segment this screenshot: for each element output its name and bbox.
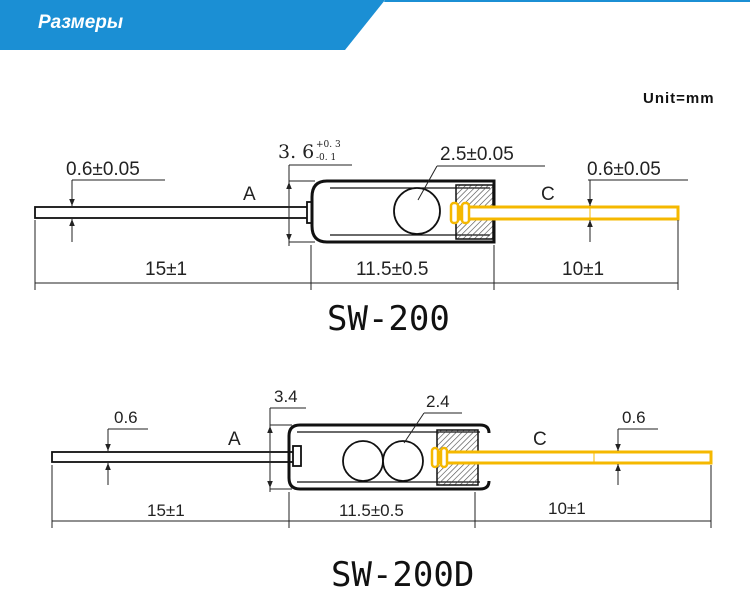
sw200d-drawing: A C 0.6 3.4 2.4 0.6 15±1 11.5±0.5 10±1 [51,387,713,595]
sw200d-body [287,423,491,491]
sw200-body-tol-minus: -0. 1 [316,153,336,163]
sw200d-lead-a [51,451,299,463]
sw200-length-a: 15±1 [145,259,187,280]
sw200d-label-c: C [533,429,547,450]
sw200-ball-diameter: 2.5±0.05 [440,144,514,165]
unit-label: Unit=mm [643,90,715,107]
sw200d-ball-1 [342,440,384,482]
sw200-model-label: SW-200 [327,299,450,339]
sw200-lead-c-diameter: 0.6±0.05 [587,159,661,180]
header-bar: Размеры [0,0,750,50]
sw200-body-diameter: 3. 6 [278,141,314,163]
sw200d-label-a: A [228,429,241,450]
sw200-body-tol-plus: +0. 3 [316,140,341,150]
sw200d-body-diameter: 3.4 [274,387,298,406]
sw200-length-c: 10±1 [562,259,604,280]
sw200-lead-a [34,206,314,219]
header-background [0,0,750,50]
sw200-label-c: C [541,184,555,205]
sw200d-lead-c-diameter: 0.6 [622,408,646,427]
sw200d-lead-c [438,450,713,465]
sw200-lead-c [458,205,680,221]
sw200-lead-a-diameter: 0.6±0.05 [66,159,140,180]
sw200d-length-body: 11.5±0.5 [339,501,404,520]
sw200-label-a: A [243,184,256,205]
sw200d-length-c: 10±1 [548,499,586,518]
sw200d-model-label: SW-200D [331,555,474,595]
sw200d-end-cap [292,445,302,467]
sw200-drawing: A C 0.6±0.05 3. 6 +0. 3 -0. 1 2.5±0.05 0… [34,140,688,339]
sw200-length-body: 11.5±0.5 [356,259,428,280]
header-title: Размеры [38,12,124,33]
sw200d-ball-2 [382,440,424,482]
sw200d-lead-a-diameter: 0.6 [114,408,138,427]
sw200d-ball-diameter: 2.4 [426,392,450,411]
sw200d-length-a: 15±1 [147,501,185,520]
sw200-ball [393,187,441,235]
